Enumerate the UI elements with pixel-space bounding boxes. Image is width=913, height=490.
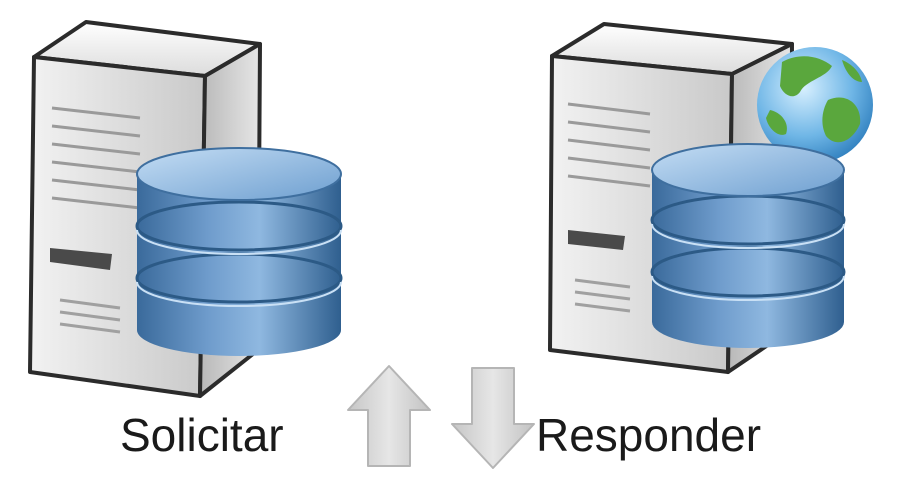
arrow-down-icon [451, 367, 535, 469]
respond-label: Responder [536, 409, 762, 461]
arrow-up-icon [347, 365, 431, 467]
left-database-icon [135, 147, 343, 356]
right-database-icon [650, 143, 846, 348]
request-label: Solicitar [120, 409, 284, 461]
globe-icon [757, 47, 873, 163]
